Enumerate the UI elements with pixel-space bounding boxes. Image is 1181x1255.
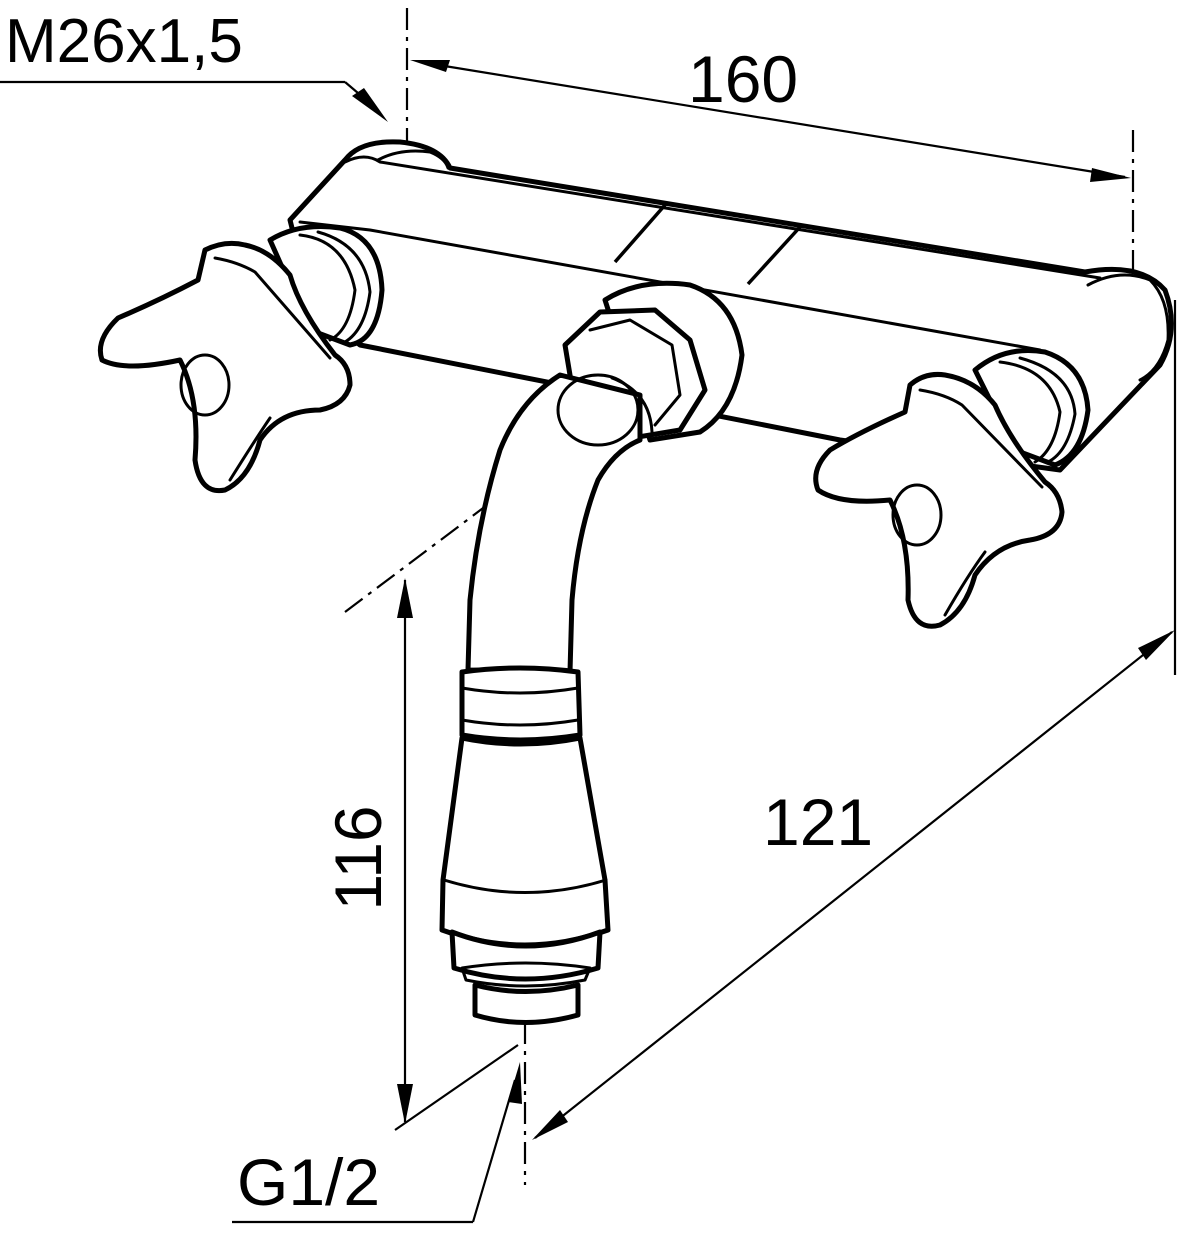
left-handle-cap [179,353,231,417]
center-spout [439,280,745,1025]
segment-divider-2 [746,225,802,286]
spout-tube [465,372,643,675]
dimension-lines [0,8,1177,1224]
sleeve-line-1 [460,686,580,695]
width-arrow-right [1090,168,1131,182]
spout-joint-line [610,376,654,434]
height-arrow-top [397,578,413,618]
tapered-body-band [442,878,608,894]
width-label: 160 [688,42,798,116]
right-handle-edge-1 [918,388,1044,489]
outlet-leader-arrow [508,1062,522,1104]
spout-bottom-ring [449,929,603,982]
aerator-ring [460,961,592,988]
projection-arrow-top [1138,630,1175,660]
right-nut-line-2 [1018,356,1077,464]
thread-leader-arrow [352,88,388,122]
sleeve-line-2 [460,718,580,727]
left-nut-line-1 [298,233,357,342]
hex-nut-face [588,318,682,427]
left-valve [97,224,385,494]
segment-divider-1 [613,203,667,264]
outlet-thread-label: G1/2 [237,1145,380,1219]
right-end-cap [1086,273,1170,382]
spout-axis-line [344,419,601,613]
width-dimension-line [419,60,1126,179]
left-end-cap [376,149,450,170]
width-arrow-left [410,60,450,72]
height-label: 116 [321,805,395,910]
body-top-edge [343,155,1102,280]
projection-arrow-bottom [532,1110,568,1140]
right-nut-line-1 [998,360,1062,464]
right-handle-cap [891,483,943,547]
spout-tube-joint [556,373,640,447]
height-arrow-bottom [397,1084,413,1124]
projection-dimension-line [534,631,1173,1139]
left-nut-line-2 [316,230,372,344]
projection-label: 121 [763,785,873,859]
left-valve-nut [267,224,385,348]
thread-spec-label: M26x1,5 [5,7,243,76]
aerator-nozzle [472,982,581,1025]
right-valve [813,347,1091,629]
spout-upper-sleeve [459,665,583,743]
left-handle-edge-2 [228,416,272,482]
right-handle-edge-2 [943,550,987,617]
outlet-leader-diagonal [471,1079,517,1223]
bottom-extension-line [394,1044,519,1131]
left-handle-edge-1 [213,256,332,360]
spout-tapered-body [439,735,611,948]
